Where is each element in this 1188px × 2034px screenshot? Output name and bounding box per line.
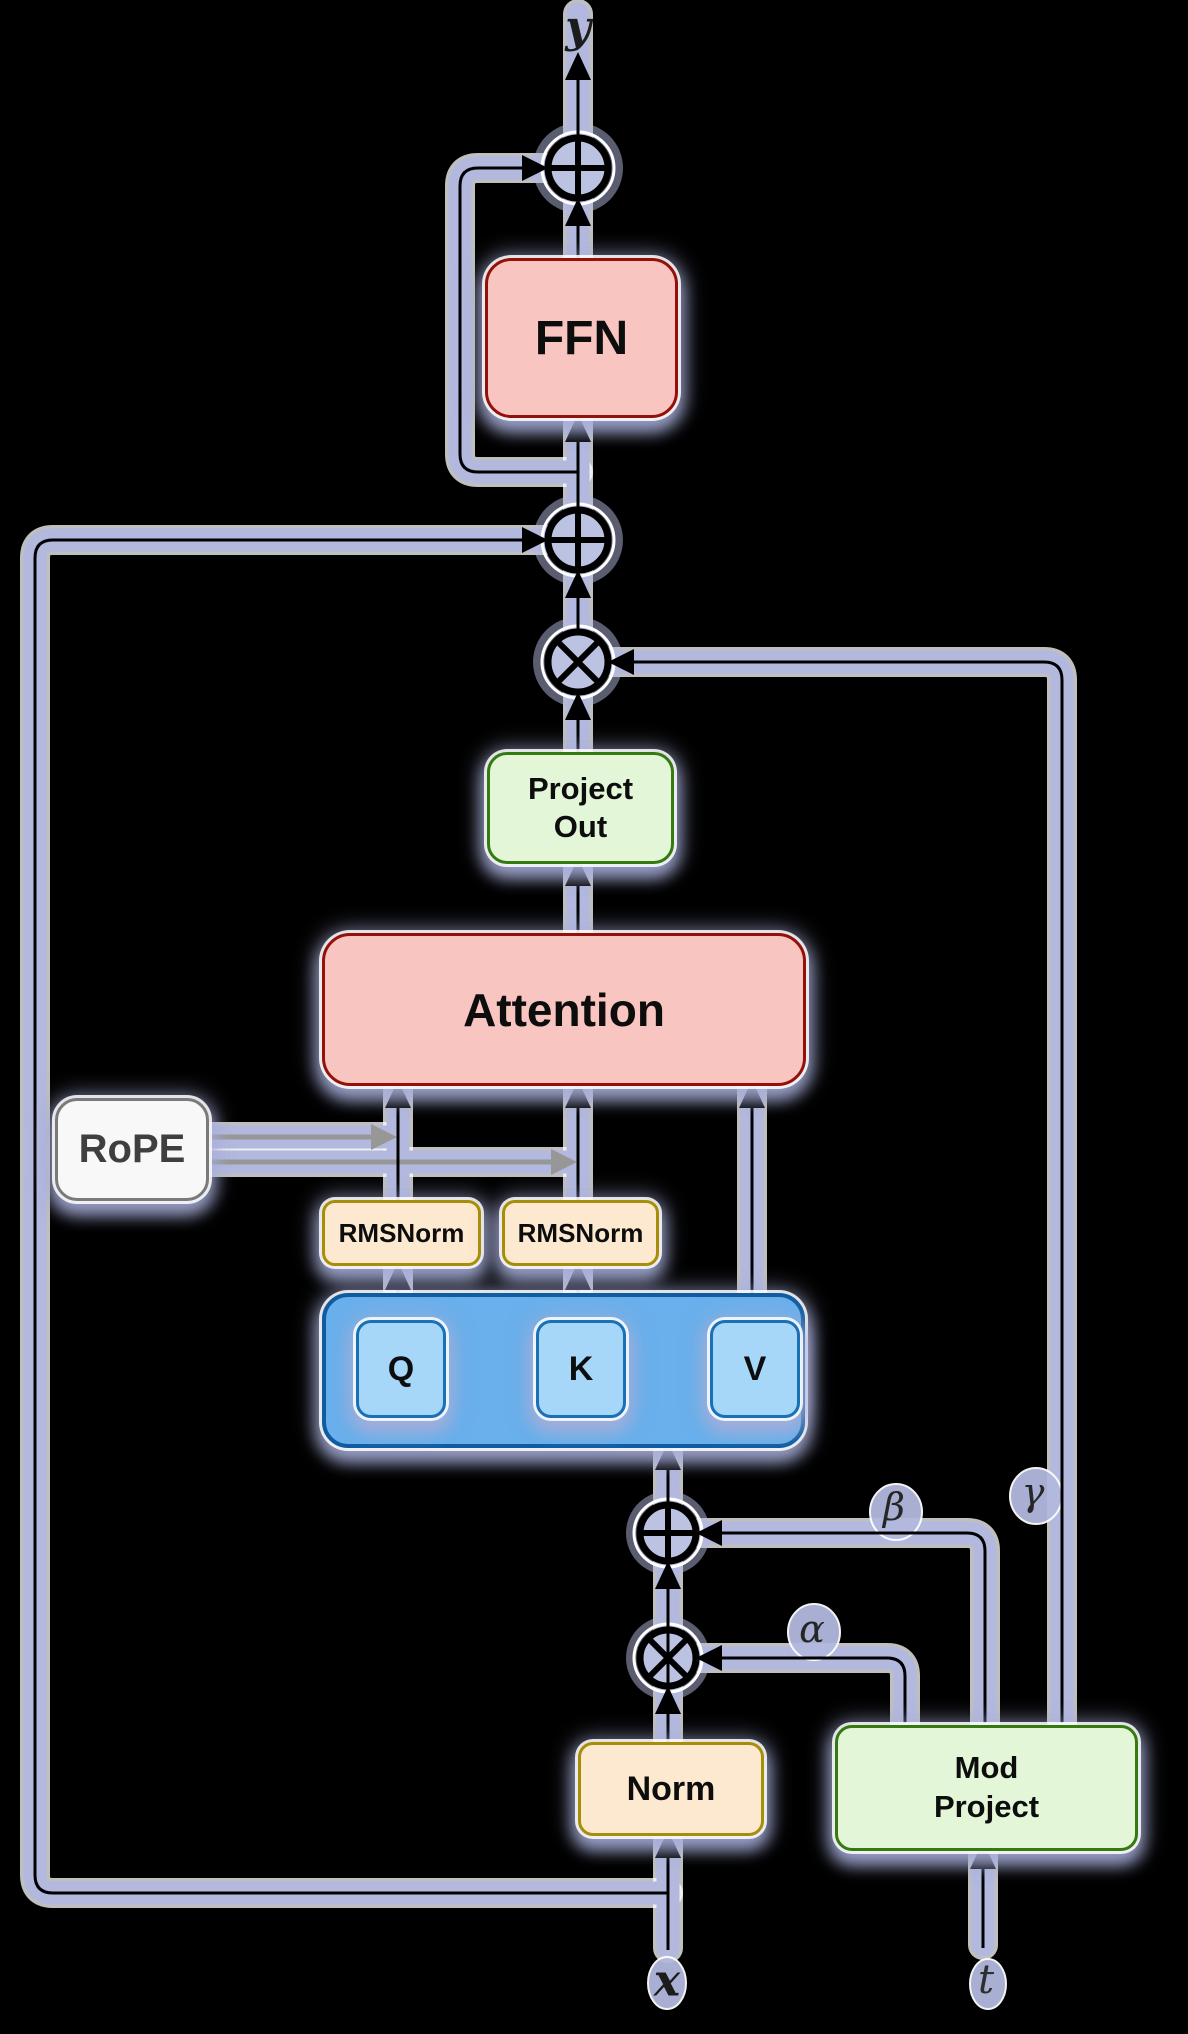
q-box: Q bbox=[356, 1320, 446, 1418]
q-label: Q bbox=[387, 1349, 415, 1388]
t-label-blob bbox=[969, 1958, 1007, 2010]
input-x-label: x bbox=[653, 1955, 681, 2007]
rope-block: RoPE bbox=[55, 1098, 209, 1201]
rope-lines bbox=[203, 1124, 577, 1175]
plus-glyph-mid bbox=[548, 510, 608, 570]
ffn-label: FFN bbox=[534, 311, 629, 365]
rope-k-arrowhead bbox=[551, 1149, 577, 1175]
arrowheads bbox=[385, 52, 996, 1869]
attention-label: Attention bbox=[463, 983, 665, 1036]
gamma-label: γ bbox=[1021, 1470, 1045, 1514]
project-out-block: Project Out bbox=[487, 752, 674, 864]
alpha-band bbox=[688, 1646, 917, 1735]
rope-q-arrowhead bbox=[371, 1124, 397, 1150]
alpha-label: α bbox=[799, 1607, 825, 1651]
k-box: K bbox=[536, 1320, 626, 1418]
project-out-label-line1: Project bbox=[527, 771, 634, 807]
rmsnorm-q-block: RMSNorm bbox=[322, 1200, 481, 1266]
times-glyph-gate bbox=[554, 638, 602, 686]
plus-glyph-shift bbox=[640, 1505, 696, 1561]
plus-glyph-top bbox=[548, 138, 608, 198]
mod-project-label-line2: Project bbox=[933, 1789, 1040, 1824]
attention-block: Attention bbox=[322, 933, 806, 1086]
v-box: V bbox=[710, 1320, 800, 1418]
beta-label-blob bbox=[869, 1483, 923, 1541]
operator-glyphs bbox=[548, 138, 696, 1681]
k-label: K bbox=[568, 1349, 594, 1388]
v-label: V bbox=[743, 1349, 767, 1388]
rmsnorm-k-block: RMSNorm bbox=[502, 1200, 659, 1266]
x-label-blob bbox=[647, 1956, 687, 2010]
rmsnorm-q-label: RMSNorm bbox=[338, 1217, 465, 1248]
rmsnorm-k-label: RMSNorm bbox=[517, 1217, 644, 1248]
mod-project-label-line1: Mod bbox=[954, 1750, 1019, 1786]
mod-project-block: Mod Project bbox=[835, 1725, 1138, 1851]
beta-band bbox=[688, 1521, 997, 1735]
input-t-label: t bbox=[977, 1957, 995, 2003]
output-y-label: y bbox=[565, 1, 591, 53]
norm-block: Norm bbox=[578, 1742, 764, 1836]
label-blobs bbox=[647, 1467, 1063, 2010]
norm-label: Norm bbox=[626, 1769, 716, 1808]
times-glyph-scale bbox=[645, 1635, 691, 1681]
ffn-block: FFN bbox=[485, 258, 678, 418]
rope-label: RoPE bbox=[78, 1127, 186, 1171]
alpha-label-blob bbox=[787, 1603, 841, 1661]
project-out-label-line2: Out bbox=[553, 809, 608, 844]
beta-label: β bbox=[883, 1485, 905, 1529]
